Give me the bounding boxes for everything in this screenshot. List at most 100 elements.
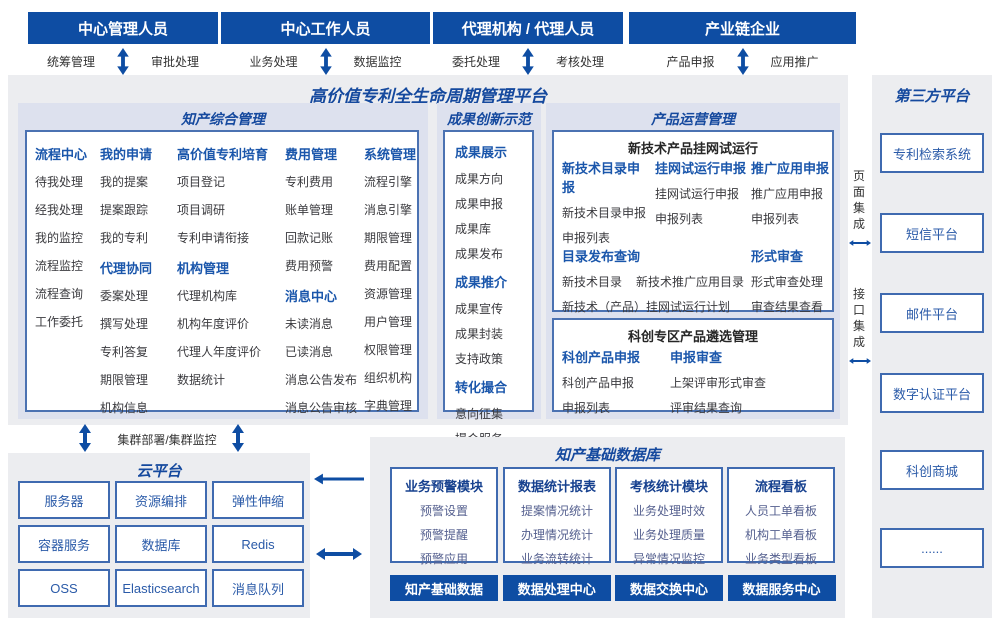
selection-inner-box: 科创专区产品遴选管理 科创产品申报 科创产品申报申报列表 申报审查 上架评审形式… [552,318,834,415]
menu-item: 形式审查处理 [751,275,824,289]
ip-column: 费用管理 专利费用账单管理回款记账费用预警 消息中心 未读消息已读消息消息公告发… [285,144,357,416]
group-items: 推广应用申报申报列表 [751,185,835,227]
left-arrow-icon [314,473,364,485]
group-items: 新技术目录申报申报列表 [562,204,652,246]
group-header: 成果展示 [455,145,508,160]
db-item: 预警设置 [419,504,468,518]
menu-item: 成果库 [455,222,492,236]
menu-item: 评审结果查询 [670,401,743,415]
group-header: 我的申请 [100,147,153,162]
menu-group: 高价值专利培育 项目登记项目调研专利申请衔接 [177,144,268,246]
menu-item: 经我处理 [35,203,84,217]
actor-bar-center-managers: 中心管理人员 [28,12,218,44]
cloud-service: Elasticsearch [115,569,207,607]
menu-group: 代理协同 委案处理撰写处理专利答复期限管理机构信息 [100,258,152,416]
panel-achievement: 成果创新示范 成果展示 成果方向成果申报成果库成果发布 成果推介 成果宣传成果封… [437,103,541,471]
trial-column: 推广应用申报 推广应用申报申报列表 [751,158,835,227]
cloud-title: 云平台 [136,463,182,480]
menu-item: 机构信息 [100,401,149,415]
group-items: 项目登记项目调研专利申请衔接 [177,173,268,246]
group-items: 挂网试运行申报申报列表 [655,185,747,227]
group-items: 我的提案提案跟踪我的专利 [100,173,152,246]
subpanel-title: 科创专区产品遴选管理 [627,329,758,344]
role-label: 产品申报 [666,54,715,69]
cloud-service: Redis [212,525,304,563]
actor-roles-0: 统筹管理 审批处理 [28,46,218,76]
db-center-button: 数据服务中心 [727,575,836,601]
catalog-column: 目录发布查询 新技术目录新技术推广应用目录新技术（产品）挂网试运行计划 [562,246,748,315]
platform-container: 高价值专利全生命周期管理平台 知产综合管理 流程中心 待我处理经我处理我的监控流… [8,75,848,471]
third-party-item: ...... [880,528,984,568]
menu-item: 意向征集 [455,407,504,421]
cloud-service: 弹性伸缩 [212,481,304,519]
actor-bar-center-staff: 中心工作人员 [221,12,430,44]
db-center-button: 知产基础数据 [390,575,498,601]
ip-inner-box: 流程中心 待我处理经我处理我的监控流程监控流程查询工作委托 我的申请 我的提案提… [25,130,419,415]
actor-roles-3: 产品申报 应用推广 [629,46,856,76]
menu-item: 代理人年度评价 [177,345,262,359]
menu-item: 上架评审形式审查 [670,376,767,390]
cloud-service: 资源编排 [115,481,207,519]
db-buttons: 知产基础数据数据处理中心数据交换中心数据服务中心 [390,575,836,601]
group-header: 科创产品申报 [562,350,641,365]
menu-item: 组织机构 [364,371,413,385]
menu-item: 待我处理 [35,175,84,189]
group-header: 挂网试运行申报 [655,161,747,176]
group-header: 成果推介 [455,275,508,290]
role-label: 统筹管理 [46,54,95,69]
menu-item: 机构年度评价 [177,317,250,331]
menu-item: 成果申报 [455,197,504,211]
menu-item: 流程引擎 [364,175,413,189]
group-items: 上架评审形式审查评审结果查询 [670,374,830,416]
actor-roles-1: 业务处理 数据监控 [221,46,430,76]
db-panel: 知产基础数据库 业务预警模块 预警设置预警提醒预警应用 数据统计报表 提案情况统… [370,437,845,618]
menu-item: 申报列表 [562,401,611,415]
cloud-service: 容器服务 [18,525,110,563]
db-module: 考核统计模块 业务处理时效业务处理质量异常情况监控代理人员考核 [615,467,723,590]
review-column: 形式审查 形式审查处理审查结果查看 [751,246,835,315]
ip-column: 高价值专利培育 项目登记项目调研专利申请衔接 机构管理 代理机构库机构年度评价代… [177,144,268,388]
menu-item: 流程监控 [35,259,84,273]
menu-item: 新技术推广应用目录 [636,275,745,289]
menu-item: 权限管理 [364,343,413,357]
third-party-item: 短信平台 [880,213,984,253]
group-items: 新技术目录新技术推广应用目录新技术（产品）挂网试运行计划 [562,273,748,315]
v-double-arrow-icon [522,47,534,75]
menu-item: 新技术目录申报 [562,206,647,220]
achievement-inner-box: 成果展示 成果方向成果申报成果库成果发布 成果推介 成果宣传成果封装支持政策 转… [443,130,534,471]
panel-title: 知产综合管理 [181,111,265,127]
cloud-service: 消息队列 [212,569,304,607]
panel-ip-management: 知产综合管理 流程中心 待我处理经我处理我的监控流程监控流程查询工作委托 我的申… [18,103,428,419]
v-double-arrow-icon [232,423,244,453]
group-header: 消息中心 [285,289,338,304]
db-item: 业务处理质量 [632,528,705,542]
cloud-service: OSS [18,569,110,607]
group-header: 目录发布查询 [562,249,641,264]
menu-item: 费用配置 [364,259,413,273]
menu-item: 申报列表 [751,212,800,226]
menu-item: 成果方向 [455,172,504,186]
menu-group: 成果推介 成果宣传成果封装支持政策 [455,272,507,367]
v-double-arrow-icon [736,47,749,75]
group-items: 成果宣传成果封装支持政策 [455,300,507,367]
db-module-header: 业务预警模块 [404,479,483,494]
menu-item: 成果宣传 [455,302,504,316]
menu-item: 成果发布 [455,247,504,261]
menu-item: 流程查询 [35,287,84,301]
selection-column: 科创产品申报 科创产品申报申报列表 [562,347,666,416]
actor-roles-2: 委托处理 考核处理 [433,46,623,76]
cloud-service: 数据库 [115,525,207,563]
actor-bar-enterprises: 产业链企业 [629,12,856,44]
menu-item: 专利费用 [285,175,334,189]
h-double-arrow-icon [314,548,364,560]
menu-group: 系统管理 流程引擎消息引擎期限管理费用配置资源管理用户管理权限管理组织机构字典管… [364,144,416,414]
db-module: 流程看板 人员工单看板机构工单看板业务类型看板核心业务看板 [727,467,835,590]
v-double-arrow-icon [79,423,91,453]
menu-item: 专利答复 [100,345,149,359]
menu-item: 工作委托 [35,315,84,329]
menu-item: 委案处理 [100,289,149,303]
v-double-arrow-icon [117,47,129,75]
cluster-label: 集群部署/集群监控 [117,433,217,447]
db-item: 提案情况统计 [520,504,593,518]
